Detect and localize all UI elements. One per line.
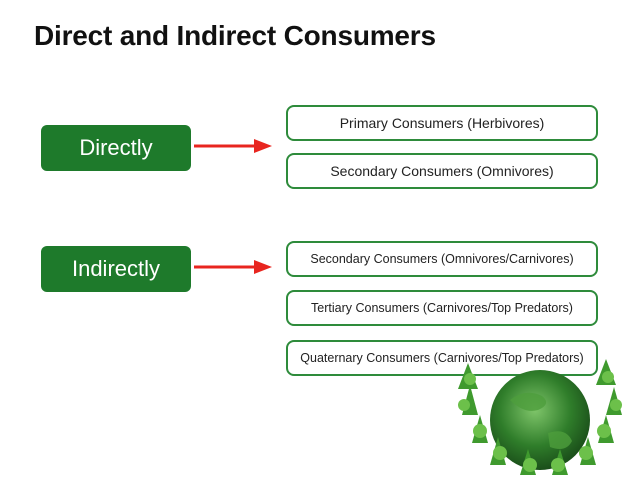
tertiary-consumers-box: Tertiary Consumers (Carnivores/Top Preda… [286,290,598,326]
directly-label: Directly [41,125,191,171]
tree-globe-illustration [458,359,622,475]
page-title: Direct and Indirect Consumers [34,20,436,51]
secondary-consumers-omnivores-box: Secondary Consumers (Omnivores) [286,153,598,189]
primary-consumers-box: Primary Consumers (Herbivores) [286,105,598,141]
secondary-consumers-omni-carni-box: Secondary Consumers (Omnivores/Carnivore… [286,241,598,277]
arrow-directly [194,139,272,153]
arrow-indirectly [194,260,272,274]
quaternary-consumers-box: Quaternary Consumers (Carnivores/Top Pre… [286,340,598,376]
indirectly-label: Indirectly [41,246,191,292]
